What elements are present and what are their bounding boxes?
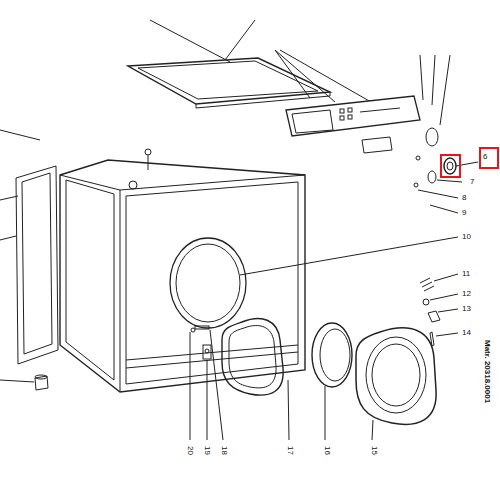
callout-number: 12 — [462, 290, 471, 298]
callout-number: 16 — [323, 446, 331, 455]
callout-number: 13 — [462, 305, 471, 313]
callout-number: 15 — [370, 446, 378, 455]
callout-number: 9 — [462, 209, 466, 217]
callout-number: 10 — [462, 233, 471, 241]
drawing-number: Matr. 20318.0001 — [483, 340, 491, 403]
callout-number: 8 — [462, 194, 466, 202]
callout-number: 20 — [186, 446, 194, 455]
callout-number: 19 — [203, 446, 211, 455]
callout-number: 17 — [286, 446, 294, 455]
callout-number: 14 — [462, 329, 471, 337]
callout-number: 18 — [220, 446, 228, 455]
callout-number: 7 — [470, 178, 474, 186]
callout-number: 6 — [483, 153, 487, 161]
callout-number: 11 — [462, 270, 470, 278]
